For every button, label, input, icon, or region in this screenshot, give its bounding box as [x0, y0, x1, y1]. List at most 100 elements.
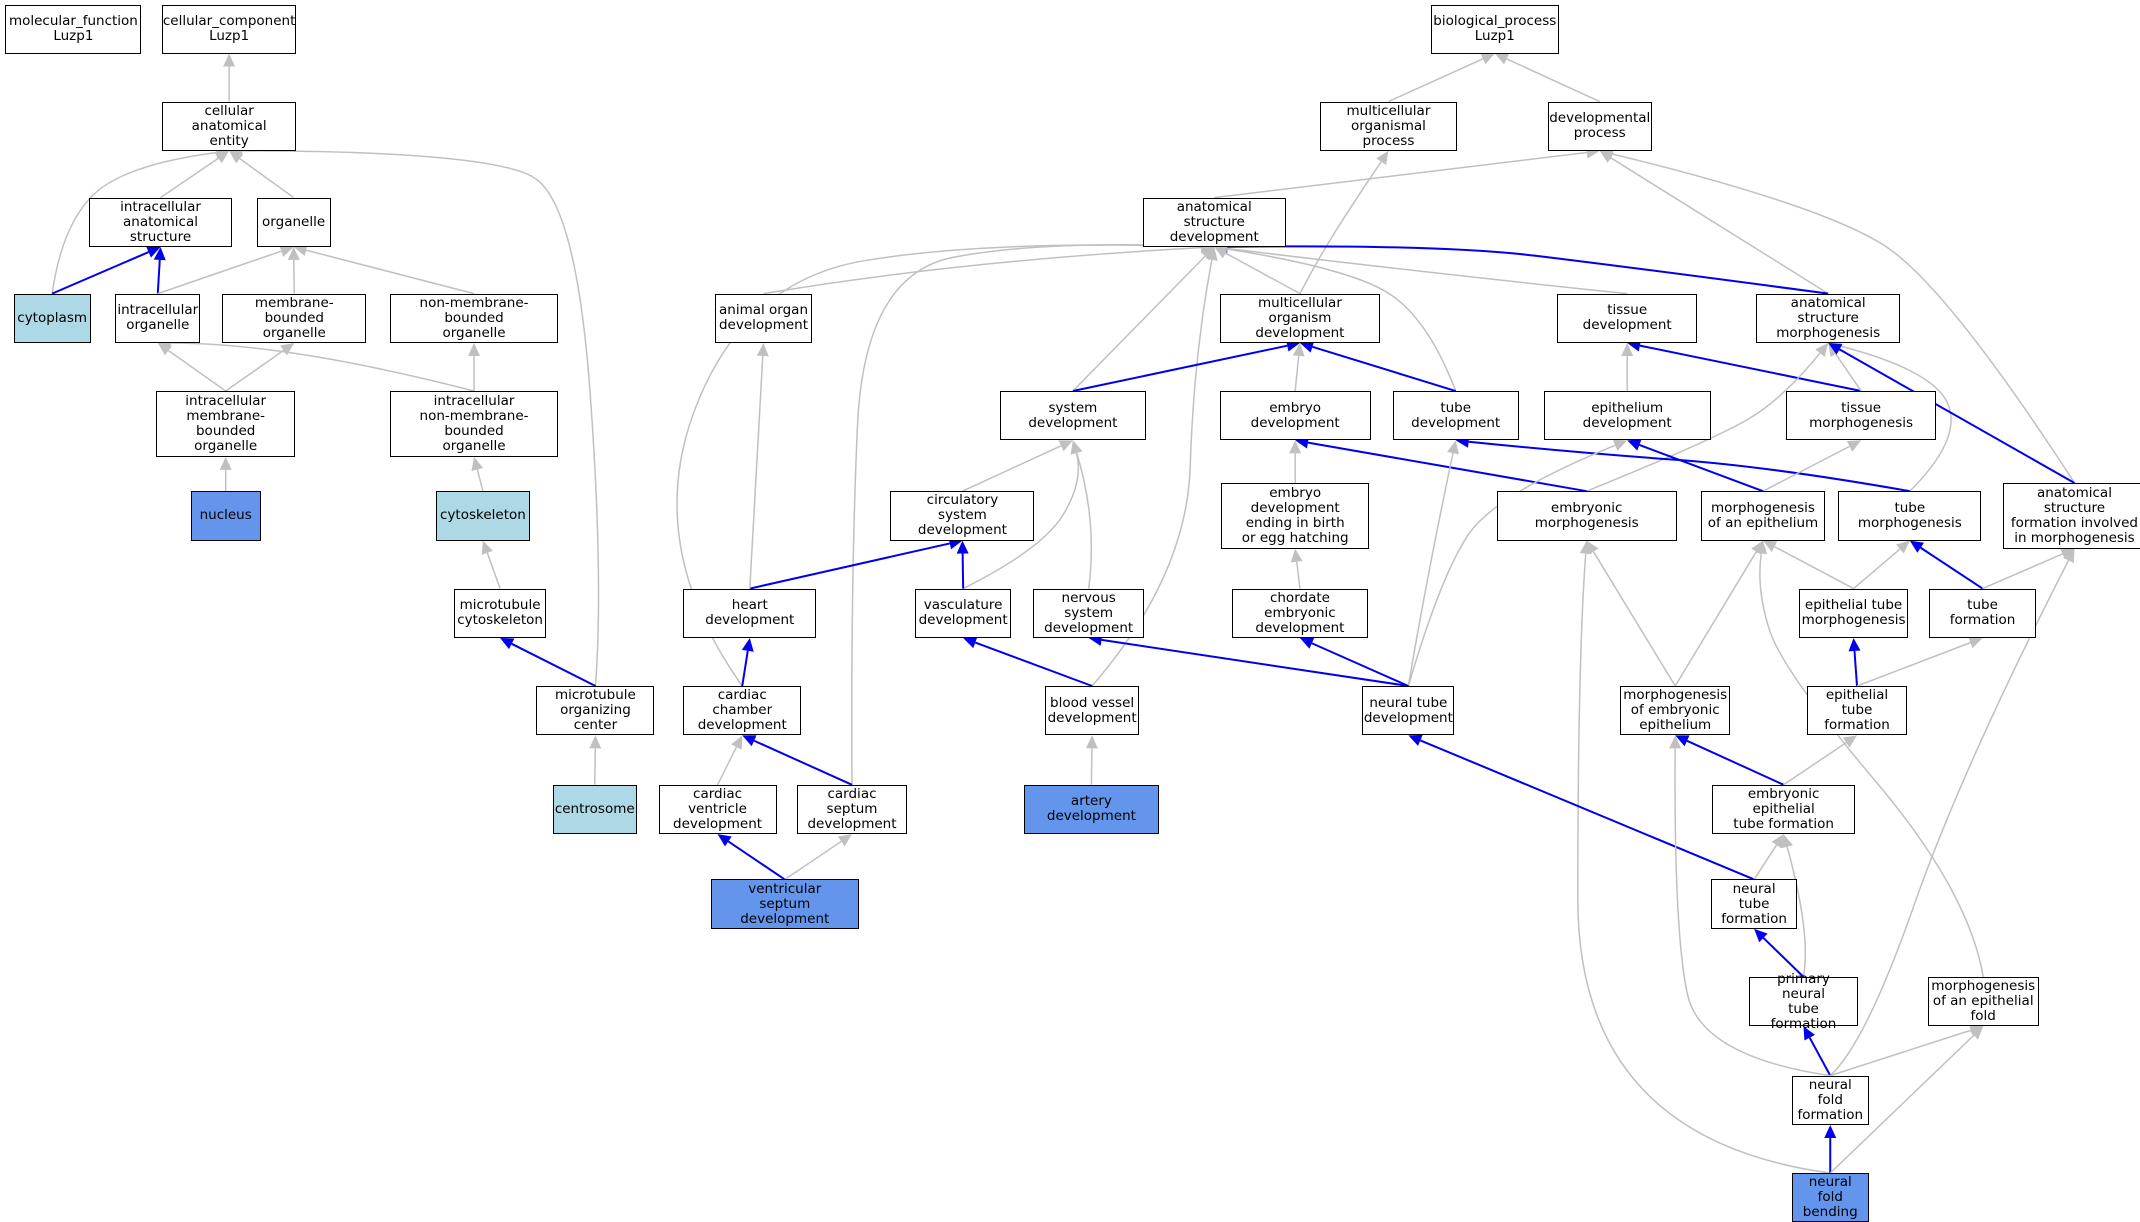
go-term-node-nfb[interactable]: neural fold bending: [1792, 1173, 1869, 1222]
edge-is-a-vsd-to-csepd: [785, 841, 841, 879]
go-term-node-eetf[interactable]: embryonic epithelial tube formation: [1712, 785, 1855, 834]
go-term-node-tubd[interactable]: tube development: [1393, 391, 1519, 440]
go-term-node-sd[interactable]: system development: [1000, 391, 1145, 440]
arrowhead-em-to-asm: [1815, 343, 1828, 357]
edge-part-of-sd-to-mod: [1073, 346, 1287, 391]
go-term-node-etf[interactable]: epithelial tube formation: [1807, 686, 1907, 735]
go-term-node-moe[interactable]: morphogenesis of an epithelium: [1701, 491, 1824, 540]
go-term-node-tubm[interactable]: tube morphogenesis: [1838, 491, 1981, 540]
go-term-node-ed[interactable]: embryo development: [1220, 391, 1371, 440]
edge-is-a-eetf-to-etf: [1784, 743, 1847, 785]
go-term-node-etm[interactable]: epithelial tube morphogenesis: [1799, 589, 1909, 638]
go-term-node-ccd[interactable]: cardiac chamber development: [683, 686, 801, 735]
go-term-node-csepd[interactable]: cardiac septum development: [797, 785, 907, 834]
go-term-node-mtoc[interactable]: microtubule organizing center: [536, 686, 654, 735]
edge-is-a-cvd-to-ccd: [718, 747, 737, 785]
go-term-node-ced[interactable]: chordate embryonic development: [1232, 589, 1368, 638]
arrowhead-vsd-to-cvd: [718, 834, 732, 846]
go-term-node-epd[interactable]: epithelium development: [1544, 391, 1711, 440]
go-term-node-hd[interactable]: heart development: [683, 589, 816, 638]
edge-is-a-csd-to-sd: [962, 446, 1061, 491]
edge-is-a-io-to-org: [158, 251, 282, 293]
edge-part-of-csepd-to-ccd: [754, 741, 852, 785]
edge-is-a-imbo-to-mbo: [226, 350, 284, 391]
go-term-node-bp[interactable]: biological_process Luzp1: [1431, 5, 1559, 53]
edge-is-a-mop-to-bp: [1388, 59, 1482, 102]
edge-is-a-mtc-to-csk: [487, 553, 500, 589]
go-term-node-cc[interactable]: cellular_component Luzp1: [162, 5, 296, 53]
go-term-node-asfm[interactable]: anatomical structure formation involved …: [2003, 483, 2140, 549]
go-term-node-cvd[interactable]: cardiac ventricle development: [659, 785, 777, 834]
edge-is-a-asm-to-dp: [1611, 158, 1828, 294]
edge-part-of-moe-to-epd: [1639, 445, 1763, 491]
arrowhead-mtc-to-csk: [482, 541, 493, 555]
go-term-node-nsd[interactable]: nervous system development: [1033, 589, 1144, 638]
go-term-node-csk[interactable]: cytoskeleton: [436, 491, 529, 540]
go-term-node-pntf[interactable]: primary neural tube formation: [1749, 977, 1857, 1026]
arrowhead-ntd-to-tubd: [1447, 440, 1459, 454]
edge-part-of-ntd-to-nsd: [1102, 640, 1409, 686]
go-term-node-td[interactable]: tissue development: [1557, 294, 1697, 343]
edge-is-a-nmbo-to-org: [306, 250, 474, 293]
go-term-node-org[interactable]: organelle: [257, 198, 331, 247]
go-term-node-asm[interactable]: anatomical structure morphogenesis: [1756, 294, 1900, 343]
go-term-node-mtc[interactable]: microtubule cytoskeleton: [454, 589, 546, 638]
arrowhead-hd-to-aod: [757, 343, 769, 356]
go-term-node-aod[interactable]: animal organ development: [715, 294, 812, 343]
go-term-node-vd[interactable]: vasculature development: [915, 589, 1011, 638]
go-term-node-tf[interactable]: tube formation: [1929, 589, 2036, 638]
go-term-node-ntf[interactable]: neural tube formation: [1711, 879, 1797, 928]
edge-is-a-ias-to-cae: [161, 158, 219, 197]
edge-part-of-ntf-to-ntd: [1420, 740, 1754, 879]
edge-part-of-tf-to-tubm: [1921, 548, 1983, 589]
go-term-node-imbo[interactable]: intracellular membrane-bounded organelle: [156, 391, 295, 457]
arrowhead-ced-to-edeb: [1291, 549, 1303, 563]
go-term-node-moee[interactable]: morphogenesis of embryonic epithelium: [1620, 686, 1730, 735]
go-term-node-nff[interactable]: neural fold formation: [1792, 1076, 1869, 1125]
go-term-node-ntd[interactable]: neural tube development: [1362, 686, 1454, 735]
go-term-node-vsd[interactable]: ventricular septum development: [711, 879, 859, 928]
go-term-node-cyt[interactable]: cytoplasm: [14, 294, 91, 343]
edge-part-of-asm-to-asd: [1227, 246, 1828, 293]
edge-is-a-ced-to-edeb: [1297, 562, 1300, 589]
go-term-node-nmbo[interactable]: non-membrane-bounded organelle: [390, 294, 559, 343]
go-term-node-nuc[interactable]: nucleus: [191, 491, 261, 540]
arrowhead-cent-to-mtoc: [589, 735, 601, 748]
edge-is-a-hd-to-aod: [750, 356, 763, 589]
go-term-node-tm[interactable]: tissue morphogenesis: [1786, 391, 1936, 440]
go-term-node-asd[interactable]: anatomical structure development: [1143, 198, 1286, 247]
go-term-node-mf[interactable]: molecular_function Luzp1: [5, 5, 141, 53]
go-term-node-io[interactable]: intracellular organelle: [115, 294, 200, 343]
arrowhead-nuc-to-imbo: [220, 457, 232, 470]
go-term-node-mop[interactable]: multicellular organismal process: [1320, 102, 1457, 151]
edge-is-a-mod-to-asd: [1226, 253, 1300, 293]
go-term-node-bvd[interactable]: blood vessel development: [1045, 686, 1138, 735]
go-term-node-ad[interactable]: artery development: [1024, 785, 1160, 834]
go-term-node-mod[interactable]: multicellular organism development: [1220, 294, 1381, 343]
edge-is-a-sd-to-asd: [1073, 256, 1205, 391]
arrowhead-nsd-to-sd: [1071, 440, 1082, 454]
arrowhead-mod-to-mop: [1376, 151, 1388, 165]
go-term-node-cent[interactable]: centrosome: [553, 785, 637, 834]
edge-is-a-asd-to-dp: [1214, 152, 1587, 197]
edge-is-a-moee-to-moe: [1675, 552, 1756, 686]
go-term-node-dp[interactable]: developmental process: [1548, 102, 1652, 151]
arrowhead-tf-to-tubm: [1910, 541, 1924, 553]
edge-is-a-cent-to-mtoc: [595, 748, 596, 784]
edge-part-of-cyt-to-ias: [52, 252, 148, 294]
arrowhead-etf-to-etm: [1849, 638, 1861, 651]
go-term-node-moef[interactable]: morphogenesis of an epithelial fold: [1928, 977, 2039, 1026]
edge-part-of-vsd-to-cvd: [728, 841, 784, 879]
go-term-node-cae[interactable]: cellular anatomical entity: [162, 102, 296, 151]
go-term-node-edeb[interactable]: embryo development ending in birth or eg…: [1221, 483, 1369, 549]
go-term-node-ias[interactable]: intracellular anatomical structure: [89, 198, 232, 247]
edge-part-of-etf-to-etm: [1854, 651, 1857, 686]
arrowhead-inmbo-to-nmbo: [468, 343, 480, 356]
go-term-node-csd[interactable]: circulatory system development: [890, 491, 1034, 540]
go-term-node-inmbo[interactable]: intracellular non-membrane-bounded organ…: [390, 391, 559, 457]
go-term-node-mbo[interactable]: membrane-bounded organelle: [222, 294, 366, 343]
go-term-node-em[interactable]: embryonic morphogenesis: [1497, 491, 1677, 540]
edge-is-a-ntf-to-eetf: [1754, 845, 1776, 879]
edge-is-a-moee-to-em: [1593, 552, 1675, 686]
